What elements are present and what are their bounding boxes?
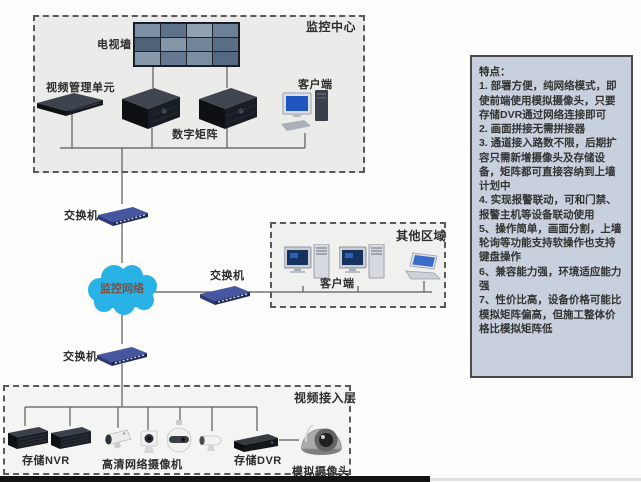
- nvr-icon: [49, 424, 93, 455]
- switch-right-icon: [199, 281, 251, 310]
- client-pc-icon: [281, 88, 333, 139]
- network-cloud-label: 监控网络: [100, 283, 144, 295]
- digital-matrix-label: 数字矩阵: [172, 129, 218, 141]
- nvr-label: 存储NVR: [22, 455, 70, 467]
- feature-item: 2. 画面拼接无需拼接器: [479, 123, 586, 136]
- small-bullet-camera-icon: [197, 430, 225, 457]
- video-management-unit-label: 视频管理单元: [46, 82, 115, 94]
- network-cloud-icon: 监控网络: [84, 260, 160, 316]
- feature-item: 7、性价比高，设备价格可能比模拟矩阵偏高，但施工整体价格比模拟矩阵低: [479, 294, 622, 335]
- ip-camera-label: 高清网络摄像机: [102, 459, 183, 471]
- other-client-label: 客户端: [320, 278, 355, 290]
- features-title: 特点：: [479, 66, 511, 78]
- dvr-icon: [232, 430, 280, 459]
- feature-item: 1. 部署方便，纯网络模式，即使前端使用模拟摄像头，只要存储DVR通过网络连接即…: [479, 80, 617, 121]
- feature-item: 6、兼容能力强，环境适应能力强: [479, 265, 622, 292]
- switch-right-label: 交换机: [210, 270, 245, 282]
- features-panel: 特点： 1. 部署方便，纯网络模式，即使前端使用模拟摄像头，只要存储DVR通过网…: [470, 55, 633, 378]
- dvr-label: 存储DVR: [234, 455, 282, 467]
- feature-item: 3. 通道接入路数不限，后期扩容只需新增摄像头及存储设备，矩阵都可直接容纳到上墙…: [479, 137, 617, 193]
- feature-item: 5、操作简单，画面分割，上墙轮询等功能支持软操作也支持键盘操作: [479, 222, 622, 264]
- tv-wall-label: 电视墙: [97, 39, 132, 51]
- video-management-unit-icon: [36, 90, 104, 121]
- feature-item: 4. 实现报警联动，可和门禁、报警主机等设备联动使用: [479, 194, 617, 221]
- mini-camera-icon: [137, 428, 161, 461]
- switch-top-icon: [97, 202, 149, 231]
- bottom-black-bar: [0, 476, 430, 482]
- tv-wall-icon: [133, 22, 240, 67]
- dome-camera-icon: [298, 412, 344, 465]
- switch-bottom-label: 交换机: [63, 351, 98, 363]
- bullet-camera-icon: [100, 426, 134, 461]
- other-area-title: 其他区域: [396, 229, 447, 243]
- other-client-pc-icon: [283, 243, 332, 293]
- features-list: 1. 部署方便，纯网络模式，即使前端使用模拟摄像头，只要存储DVR通过网络连接即…: [479, 79, 624, 336]
- analog-camera-label: 模拟摄像头: [292, 466, 350, 478]
- ptz-camera-icon: [166, 420, 192, 461]
- bottom-gray-strip: [430, 478, 641, 481]
- switch-bottom-icon: [96, 342, 148, 371]
- access-layer-title: 视频接入层: [294, 391, 357, 405]
- monitor-center-title: 监控中心: [306, 20, 357, 34]
- other-client-pc-icon: [338, 243, 387, 293]
- digital-matrix-server-icon: [120, 85, 182, 134]
- laptop-icon: [404, 252, 442, 287]
- monitor-client-label: 客户端: [298, 79, 333, 91]
- nvr-icon: [6, 424, 50, 455]
- switch-top-label: 交换机: [64, 210, 99, 222]
- digital-matrix-server-icon: [197, 85, 259, 134]
